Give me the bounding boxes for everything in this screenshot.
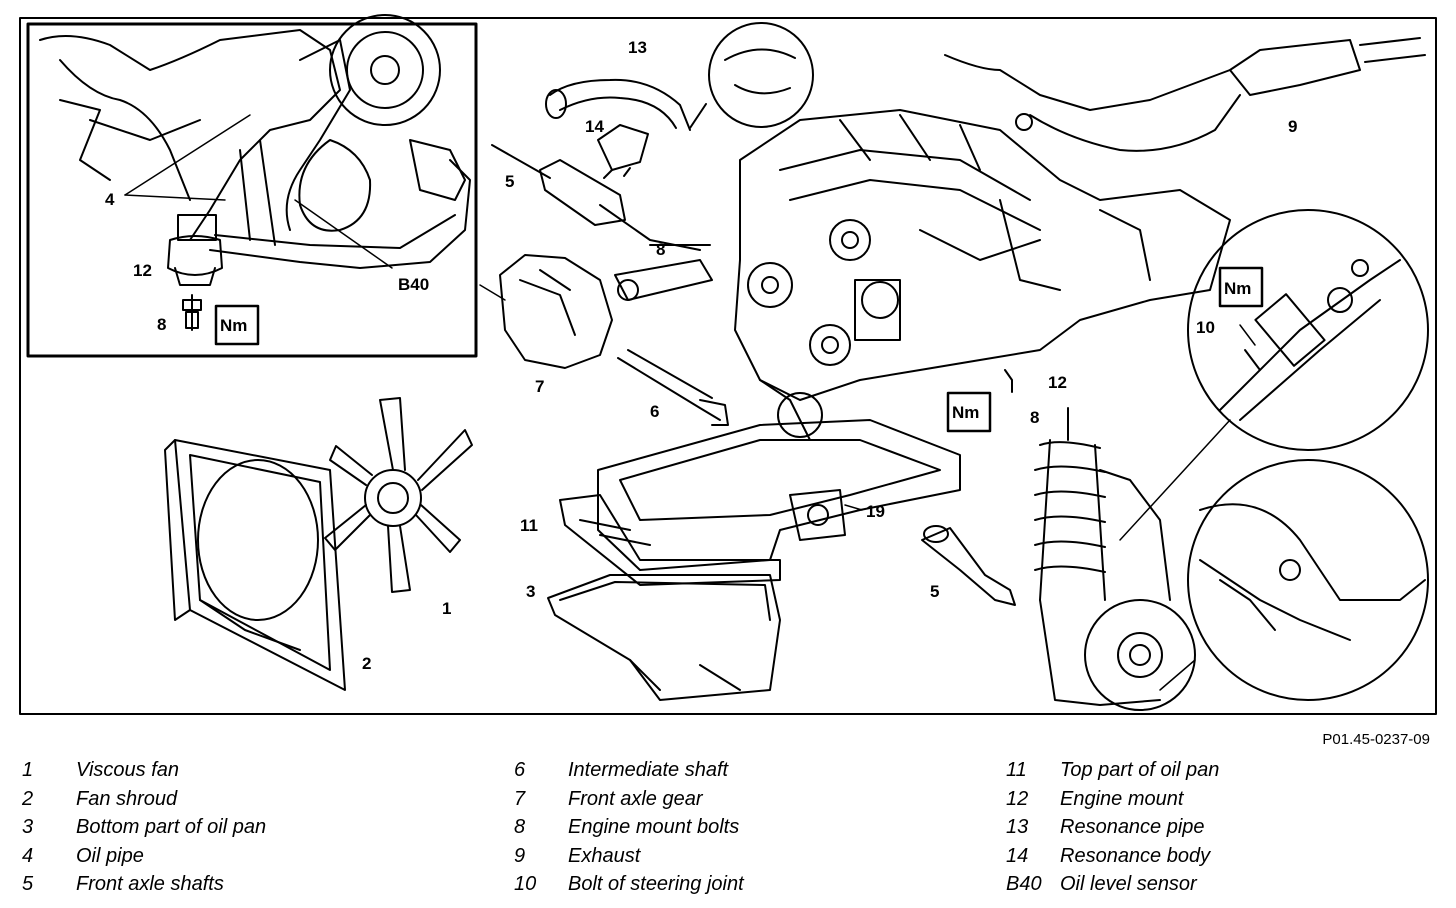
legend-number: 10 [514, 873, 537, 895]
suspension-strut-drawing [1034, 407, 1196, 711]
callout-10: 10 [1196, 318, 1215, 337]
torque-box-inset [214, 304, 260, 346]
callout-1: 1 [442, 599, 451, 618]
legend-column-2: 6 Intermediate shaft 7 Front axle gear 8 En… [514, 756, 744, 899]
legend-number: B40 [1006, 873, 1042, 895]
legend-number: 12 [1006, 787, 1029, 810]
legend-label: Intermediate shaft [568, 759, 729, 781]
legend-label: Front axle gear [568, 787, 703, 810]
legend-number: 7 [514, 787, 526, 810]
legend-item: 9 Exhaust [514, 842, 744, 871]
legend-number: 4 [22, 844, 34, 867]
callout-13: 13 [628, 38, 647, 57]
legend-label: Resonance pipe [1060, 816, 1205, 838]
legend-label: Oil level sensor [1060, 873, 1197, 895]
legend-item: 14 Resonance body [1006, 842, 1219, 871]
front-axle-shaft-lower [921, 525, 1016, 606]
callout-9: 9 [1288, 117, 1297, 136]
legend-number: 5 [22, 873, 34, 895]
callout-11: 11 [520, 516, 538, 535]
diagram-frame [19, 17, 1437, 715]
legend-label: Top part of oil pan [1060, 759, 1220, 781]
legend-item: B40 Oil level sensor [1006, 870, 1219, 899]
legend-label: Engine mount [1060, 787, 1184, 810]
inset-engine-detail [39, 14, 471, 331]
legend-number: 9 [514, 844, 526, 867]
legend-number: 6 [514, 759, 526, 781]
torque-box-center [946, 391, 992, 433]
legend-item: 8 Engine mount bolts [514, 813, 744, 842]
legend-label: Viscous fan [76, 759, 180, 781]
front-axle-shaft-upper [491, 144, 701, 251]
exploded-parts-diagram: Nm Nm Nm 4 12 8 B40 13 14 5 8 7 6 9 10 1… [19, 14, 1437, 715]
legend-number: 14 [1006, 844, 1029, 867]
legend-item: 6 Intermediate shaft [514, 756, 744, 785]
callout-5-lower: 5 [930, 582, 939, 601]
steering-knuckle-detail [1199, 503, 1426, 641]
callout-6: 6 [650, 402, 659, 421]
legend-label: Bottom part of oil pan [76, 816, 267, 838]
legend-label: Bolt of steering joint [568, 873, 744, 895]
intermediate-shaft-drawing [617, 349, 729, 426]
exhaust-drawing [944, 37, 1426, 152]
legend-label: Oil pipe [76, 844, 144, 867]
legend-item: 3 Bottom part of oil pan [22, 813, 266, 842]
legend-item: 4 Oil pipe [22, 842, 266, 871]
reference-code: P01.45-0237-09 [1322, 731, 1430, 748]
legend-item: 11 Top part of oil pan [1006, 756, 1219, 785]
callout-8-engine: 8 [1030, 408, 1039, 427]
detail-inset-frame [26, 22, 478, 358]
fan-shroud-drawing [164, 439, 346, 691]
resonance-body-drawing [597, 124, 649, 179]
part-19-drawing [789, 489, 863, 541]
legend-label: Fan shroud [76, 787, 178, 810]
steering-knuckle-detail-circle [1187, 459, 1429, 701]
callout-3: 3 [526, 582, 535, 601]
legend-number: 3 [22, 816, 34, 838]
legend-label: Front axle shafts [76, 873, 224, 895]
callout-12-engine: 12 [1048, 373, 1067, 392]
resonance-pipe-drawing [545, 22, 814, 131]
legend-item: 2 Fan shroud [22, 785, 266, 814]
legend-number: 13 [1006, 816, 1029, 838]
callout-7: 7 [535, 377, 544, 396]
legend-item: 10 Bolt of steering joint [514, 870, 744, 899]
callout-b40: B40 [398, 275, 429, 294]
oil-pan-top-drawing [559, 419, 961, 586]
legend-label: Resonance body [1060, 844, 1211, 867]
torque-box-steering [1218, 266, 1264, 308]
front-axle-gear-drawing [479, 254, 613, 369]
steering-joint-detail [1219, 259, 1401, 421]
callout-14: 14 [585, 117, 604, 136]
legend-label: Exhaust [568, 844, 641, 867]
legend-item: 12 Engine mount [1006, 785, 1219, 814]
legend-number: 1 [22, 759, 34, 781]
callout-4: 4 [105, 190, 115, 209]
torque-label-inset: Nm [220, 316, 247, 335]
axle-stub-drawing [614, 244, 713, 301]
legend-number: 2 [22, 787, 34, 810]
torque-label-steering: Nm [1224, 279, 1251, 298]
legend-item: 13 Resonance pipe [1006, 813, 1219, 842]
legend-column-1: 1 Viscous fan 2 Fan shroud 3 Bottom part of… [22, 756, 266, 899]
callout-5-upper: 5 [505, 172, 514, 191]
torque-label-center: Nm [952, 403, 979, 422]
legend-item: 5 Front axle shafts [22, 870, 266, 899]
callout-8-inset: 8 [157, 315, 166, 334]
callout-2: 2 [362, 654, 371, 673]
callout-19: 19 [866, 502, 885, 521]
viscous-fan-drawing [324, 397, 473, 593]
engine-block-drawing [734, 109, 1231, 441]
parts-legend: 1 Viscous fan 2 Fan shroud 3 Bottom part of… [0, 756, 1456, 906]
callout-8-shaft: 8 [656, 240, 665, 259]
legend-item: 7 Front axle gear [514, 785, 744, 814]
oil-pan-bottom-drawing [547, 574, 781, 701]
legend-number: 11 [1006, 759, 1027, 781]
legend-label: Engine mount bolts [568, 816, 740, 838]
steering-joint-detail-circle [1187, 209, 1429, 451]
callout-12-inset: 12 [133, 261, 152, 280]
legend-number: 8 [514, 816, 526, 838]
legend-item: 1 Viscous fan [22, 756, 266, 785]
